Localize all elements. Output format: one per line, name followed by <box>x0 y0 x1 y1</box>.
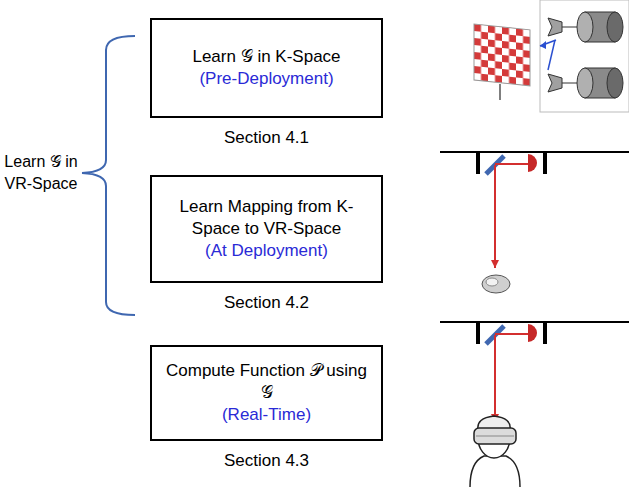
vr-user <box>470 416 520 487</box>
checkerboard-part <box>474 24 530 86</box>
laser-setup <box>440 152 629 268</box>
title-text: Learn Mapping from K-Space to VR-Space <box>162 196 371 240</box>
galvo-motors-part <box>607 68 623 98</box>
vr-user-part <box>474 428 516 444</box>
laser-setup-part <box>440 321 629 323</box>
checkerboard <box>474 24 530 100</box>
laser-setup-part <box>495 163 528 165</box>
checkerboard-part-part <box>474 24 530 86</box>
section-label: Section 4.1 <box>150 128 383 148</box>
tracked-device <box>482 275 510 293</box>
laser-setup-part <box>476 152 480 174</box>
section-label: Section 4.3 <box>150 451 383 471</box>
process-step: Learn Mapping from K-Space to VR-Space(A… <box>150 175 383 313</box>
process-box: Learn Mapping from K-Space to VR-Space(A… <box>150 175 383 283</box>
laser-setup-part <box>494 335 496 420</box>
process-box: Compute Function 𝒫 using 𝒢(Real-Time) <box>150 345 383 441</box>
galvo-motors-part <box>562 27 577 28</box>
laser-setup-part <box>543 322 547 344</box>
tracked-device-part <box>482 275 510 293</box>
laser-setup-part <box>528 154 537 172</box>
tracked-device-part <box>486 278 498 286</box>
galvo-motors-part <box>607 12 623 42</box>
vr-user-part <box>476 436 514 437</box>
galvo-motors-part <box>577 68 593 98</box>
laser-setup-part <box>528 324 537 342</box>
laser-setup-part <box>440 151 629 153</box>
stage-text: (Pre-Deployment) <box>199 68 333 90</box>
stage-text: (Real-Time) <box>222 404 311 426</box>
process-box: Learn 𝒢 in K-Space(Pre-Deployment) <box>150 18 383 118</box>
stage-text: (At Deployment) <box>205 240 328 262</box>
checkerboard-part <box>499 84 501 100</box>
laser-setup-part <box>495 333 528 335</box>
vr-user-part <box>470 456 520 487</box>
process-step: Learn 𝒢 in K-Space(Pre-Deployment) Sectio… <box>150 18 383 148</box>
galvo-motors <box>540 0 629 112</box>
laser-setup-part <box>491 260 499 268</box>
group-label: Learn 𝒢 in VR-Space <box>2 151 80 194</box>
galvo-motors-part <box>577 12 593 42</box>
galvo-motors-part <box>562 83 577 84</box>
laser-setup-part <box>494 165 496 268</box>
galvo-motors-part <box>548 40 555 70</box>
section-label: Section 4.2 <box>150 293 383 313</box>
curly-brace <box>82 36 135 315</box>
title-text: Compute Function 𝒫 using 𝒢 <box>162 360 371 404</box>
process-step: Compute Function 𝒫 using 𝒢(Real-Time) Sec… <box>150 345 383 471</box>
title-text: Learn 𝒢 in K-Space <box>192 46 340 68</box>
laser-setup <box>440 322 629 422</box>
galvo-motors-part <box>540 0 629 112</box>
laser-setup-part <box>543 152 547 174</box>
galvo-motors-part <box>548 74 562 92</box>
galvo-motors-part <box>540 41 546 49</box>
laser-setup-part <box>476 322 480 344</box>
galvo-motors-part <box>548 18 562 36</box>
